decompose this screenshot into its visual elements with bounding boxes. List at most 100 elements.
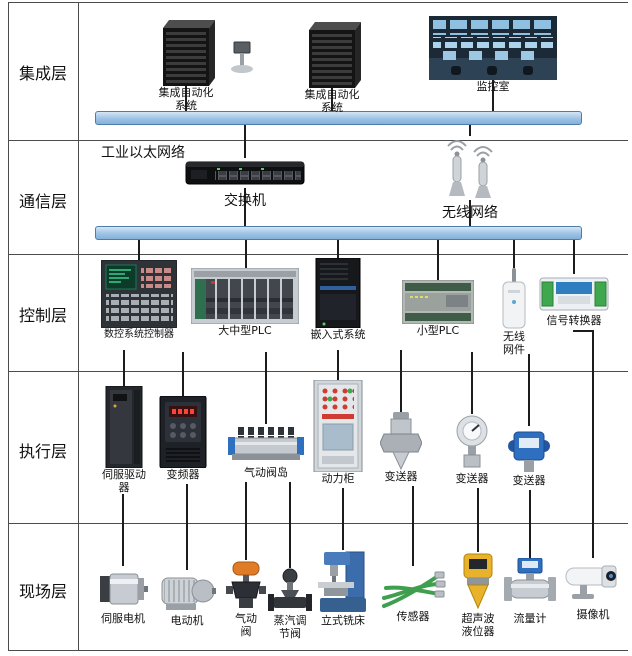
transmitter-2: 变送器 <box>448 414 496 486</box>
connector-line <box>244 123 246 158</box>
device-label: 伺服驱动 器 <box>102 468 146 494</box>
connector-line <box>477 488 479 552</box>
electric-motor-icon <box>158 570 216 614</box>
wireless-network: 无线网络 <box>438 134 502 222</box>
milling-machine-icon <box>314 550 372 614</box>
frequency-converter: 变频器 <box>156 396 210 482</box>
connector-line <box>529 490 531 558</box>
cnc-controller: 数控系统控制器 <box>99 260 179 341</box>
servo-drive: 伺服驱动 器 <box>100 386 148 495</box>
device-label: 集成自动化 系统 <box>158 86 214 112</box>
device-label: 变送器 <box>455 472 489 485</box>
ethernet-network-label: 工业以太网络 <box>101 145 185 161</box>
ultrasonic-level-meter: 超声波 液位器 <box>454 552 502 639</box>
integration-system-1: 集成自动化 系统 <box>148 20 224 113</box>
frame-line <box>8 371 628 372</box>
layer-label-execution: 执行层 <box>18 442 67 461</box>
device-label: 气动 阀 <box>235 612 257 638</box>
connector-line <box>573 330 594 332</box>
server-rack-icon <box>155 20 217 86</box>
layer-label-field: 现场层 <box>18 582 67 601</box>
integration-system-2: 集成自动化 系统 <box>298 22 366 115</box>
device-label: 超声波 液位器 <box>461 612 495 638</box>
device-label: 无线 网件 <box>503 330 525 356</box>
large-plc-icon <box>191 268 299 324</box>
ethernet-switch-icon <box>185 158 305 188</box>
flow-meter: 流量计 <box>502 558 558 626</box>
connector-line <box>245 482 247 560</box>
wireless-antenna-icon <box>440 134 500 200</box>
device-label: 变送器 <box>512 474 546 487</box>
camera: 摄像机 <box>562 558 624 622</box>
valve-island: 气动阀岛 <box>226 424 306 480</box>
connector-line <box>138 238 140 260</box>
device-label: 伺服电机 <box>101 612 145 625</box>
signal-converter-icon <box>538 274 610 314</box>
transmitter-1: 变送器 <box>378 412 424 484</box>
frame-line <box>8 2 9 651</box>
small-plc-icon <box>402 280 474 324</box>
connector-line <box>331 88 333 111</box>
connector-line <box>342 488 344 550</box>
connector-line <box>244 188 246 226</box>
network-bus-top <box>95 111 582 125</box>
connector-line <box>400 350 402 412</box>
wireless-module-icon <box>494 268 534 330</box>
frame-line <box>78 2 79 651</box>
connector-line <box>492 80 494 111</box>
connector-line <box>528 354 530 426</box>
frame-line <box>8 140 628 141</box>
gauge-transmitter-icon <box>450 414 494 472</box>
pressure-transmitter-icon <box>380 412 422 470</box>
network-bus-bottom <box>95 226 582 240</box>
connector-line <box>337 350 339 380</box>
connector-line <box>186 484 188 570</box>
connector-line <box>122 494 124 566</box>
milling-machine: 立式铣床 <box>312 550 374 628</box>
power-cabinet-icon <box>312 380 364 472</box>
frame-line <box>8 650 628 651</box>
transmitter-3: 变送器 <box>504 426 554 488</box>
device-label: 集成自动化 系统 <box>304 88 360 114</box>
connector-line <box>471 352 473 414</box>
device-label: 电动机 <box>170 614 204 627</box>
sensors: 传感器 <box>378 566 448 624</box>
connector-line <box>289 482 291 568</box>
monitor-stand <box>226 40 258 74</box>
wireless-label: 无线网络 <box>442 205 498 221</box>
connector-line <box>592 330 594 558</box>
steam-valve: 蒸汽调 节阀 <box>266 568 314 641</box>
device-label: 变频器 <box>166 468 200 481</box>
servo-motor: 伺服电机 <box>96 566 150 626</box>
control-room-icon <box>429 16 557 80</box>
device-label: 大中型PLC <box>218 324 272 337</box>
signal-converter: 信号转换器 <box>536 274 612 328</box>
connector-line <box>469 123 471 136</box>
ethernet-switch: 交换机 <box>182 158 308 210</box>
layer-label-integration: 集成层 <box>18 64 67 83</box>
connector-line <box>245 238 247 268</box>
vfd-icon <box>158 396 208 468</box>
connector-line <box>185 86 187 111</box>
device-label: 嵌入式系统 <box>310 328 366 341</box>
small-plc: 小型PLC <box>400 280 476 338</box>
connector-line <box>337 238 339 258</box>
device-label: 信号转换器 <box>546 314 602 327</box>
device-label: 小型PLC <box>416 324 460 337</box>
device-label: 蒸汽调 节阀 <box>273 614 307 640</box>
cnc-controller-icon <box>101 260 177 328</box>
connector-line <box>513 238 515 268</box>
servo-motor-icon <box>98 566 148 612</box>
servo-drive-icon <box>102 386 146 468</box>
connector-line <box>412 486 414 566</box>
layer-label-control: 控制层 <box>18 306 67 325</box>
server-rack-icon <box>301 22 363 88</box>
camera-icon <box>564 558 622 608</box>
connector-line <box>265 352 267 424</box>
switch-label: 交换机 <box>224 193 266 209</box>
frame-line <box>8 254 628 255</box>
large-plc: 大中型PLC <box>188 268 302 338</box>
connector-line <box>573 238 575 274</box>
pneumatic-valve: 气动 阀 <box>224 560 268 639</box>
